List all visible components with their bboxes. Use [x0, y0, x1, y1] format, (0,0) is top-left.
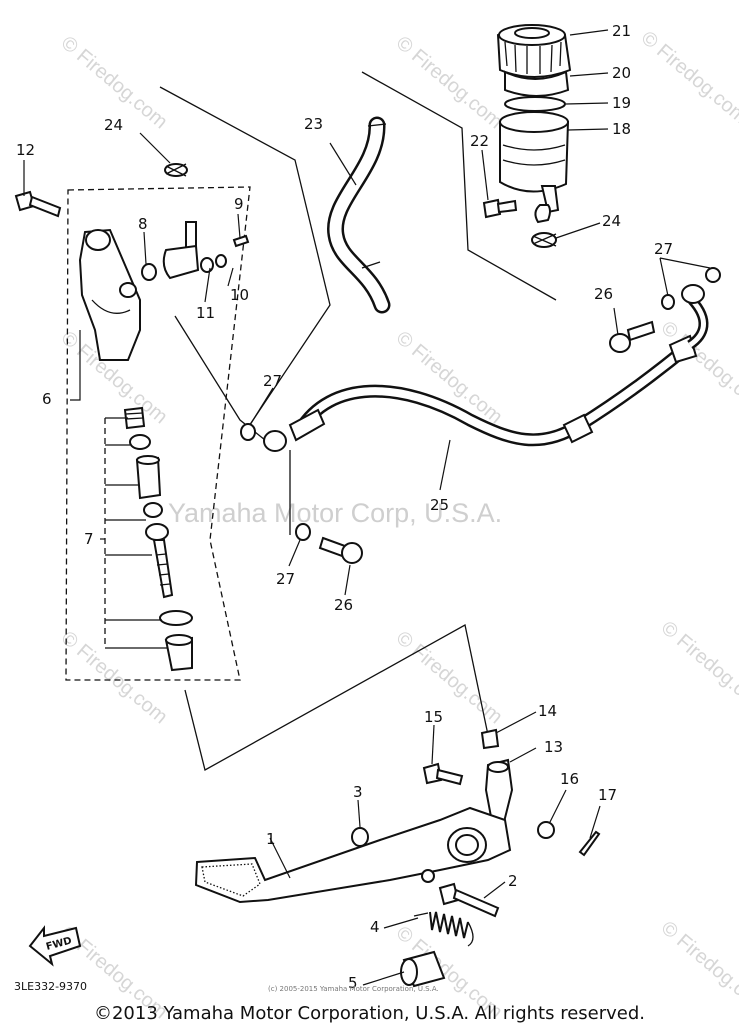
callout-4: 4 — [370, 918, 380, 936]
callout-7: 7 — [84, 530, 94, 548]
callout-3: 3 — [353, 783, 363, 801]
hose-clip — [531, 232, 557, 248]
callout-17: 17 — [598, 786, 617, 804]
banjo-fitting — [263, 430, 287, 452]
fluid-reservoir — [499, 111, 570, 224]
callout-15: 15 — [424, 708, 443, 726]
small-copyright: (c) 2005-2015 Yamaha Motor Corporation, … — [268, 985, 439, 993]
union-bolt — [609, 320, 656, 353]
callout-11: 11 — [196, 304, 215, 322]
hose-joint — [141, 221, 250, 281]
copper-washer — [661, 294, 675, 310]
watermark-tile: © Firedog.com — [637, 27, 739, 128]
callout-26-right: 26 — [594, 285, 613, 303]
union-bolt — [318, 536, 363, 564]
return-spring — [413, 911, 474, 947]
master-cylinder-group-box — [65, 186, 251, 681]
copper-washer — [240, 423, 256, 441]
callout-25: 25 — [430, 496, 449, 514]
diagram-code: 3LE332-9370 — [14, 980, 87, 993]
leader-lines — [23, 29, 711, 986]
callouts: 1 2 3 4 5 6 7 8 9 10 11 12 13 14 15 16 1… — [16, 22, 673, 992]
reservoir-ring — [504, 96, 566, 112]
callout-24-right: 24 — [602, 212, 621, 230]
callout-6: 6 — [42, 390, 52, 408]
nut — [480, 728, 500, 750]
callout-26-bottom: 26 — [334, 596, 353, 614]
cotter-pin — [578, 830, 601, 857]
watermark-tile: © Firedog.com — [57, 627, 172, 728]
forward-arrow-icon: FWD — [28, 925, 82, 967]
diaphragm — [504, 70, 570, 97]
callout-5: 5 — [348, 974, 358, 992]
pedal-sleeve — [400, 950, 446, 988]
assembly-outline-left — [159, 86, 331, 433]
callout-27-left: 27 — [263, 372, 282, 390]
clevis — [484, 758, 514, 823]
clevis-pin — [422, 762, 464, 786]
connection-line — [174, 315, 266, 441]
watermark-tile: © Firedog.com — [392, 627, 507, 728]
watermark-tile: © Firedog.com — [657, 617, 739, 718]
callout-2: 2 — [508, 872, 518, 890]
copper-washer — [295, 523, 311, 541]
piston-kit — [123, 406, 193, 672]
callout-23: 23 — [304, 115, 323, 133]
assembly-outline-bottom — [184, 624, 489, 771]
reservoir-cap — [496, 24, 572, 78]
callout-21: 21 — [612, 22, 631, 40]
callout-9: 9 — [234, 195, 244, 213]
watermark-center: Yamaha Motor Corp, U.S.A. — [168, 498, 502, 528]
callout-20: 20 — [612, 64, 631, 82]
washer — [537, 821, 555, 839]
assembly-outline-right — [361, 71, 557, 301]
callout-12: 12 — [16, 141, 35, 159]
watermark-tile: © Firedog.com — [392, 32, 507, 133]
callout-13: 13 — [544, 738, 563, 756]
copper-washer — [705, 267, 721, 283]
pivot-bolt — [438, 882, 500, 918]
callout-19: 19 — [612, 94, 631, 112]
master-cylinder — [78, 228, 141, 361]
callout-27-bottom: 27 — [276, 570, 295, 588]
kit-leaders — [105, 417, 168, 649]
callout-14: 14 — [538, 702, 557, 720]
reservoir-hose — [327, 116, 391, 314]
callout-22: 22 — [470, 132, 489, 150]
nut — [351, 827, 369, 847]
callout-24-left: 24 — [104, 116, 123, 134]
callout-1: 1 — [266, 830, 276, 848]
callout-18: 18 — [612, 120, 631, 138]
callout-16: 16 — [560, 770, 579, 788]
mounting-bolt — [14, 190, 62, 218]
copyright-notice: ©2013 Yamaha Motor Corporation, U.S.A. A… — [93, 1003, 646, 1024]
hose-clip — [164, 163, 188, 177]
banjo-fitting — [681, 284, 705, 304]
callout-27-right: 27 — [654, 240, 673, 258]
reservoir-screw — [482, 198, 518, 219]
brake-pedal — [194, 806, 512, 904]
callout-8: 8 — [138, 215, 148, 233]
brake-hose — [288, 296, 709, 447]
callout-10: 10 — [230, 286, 249, 304]
